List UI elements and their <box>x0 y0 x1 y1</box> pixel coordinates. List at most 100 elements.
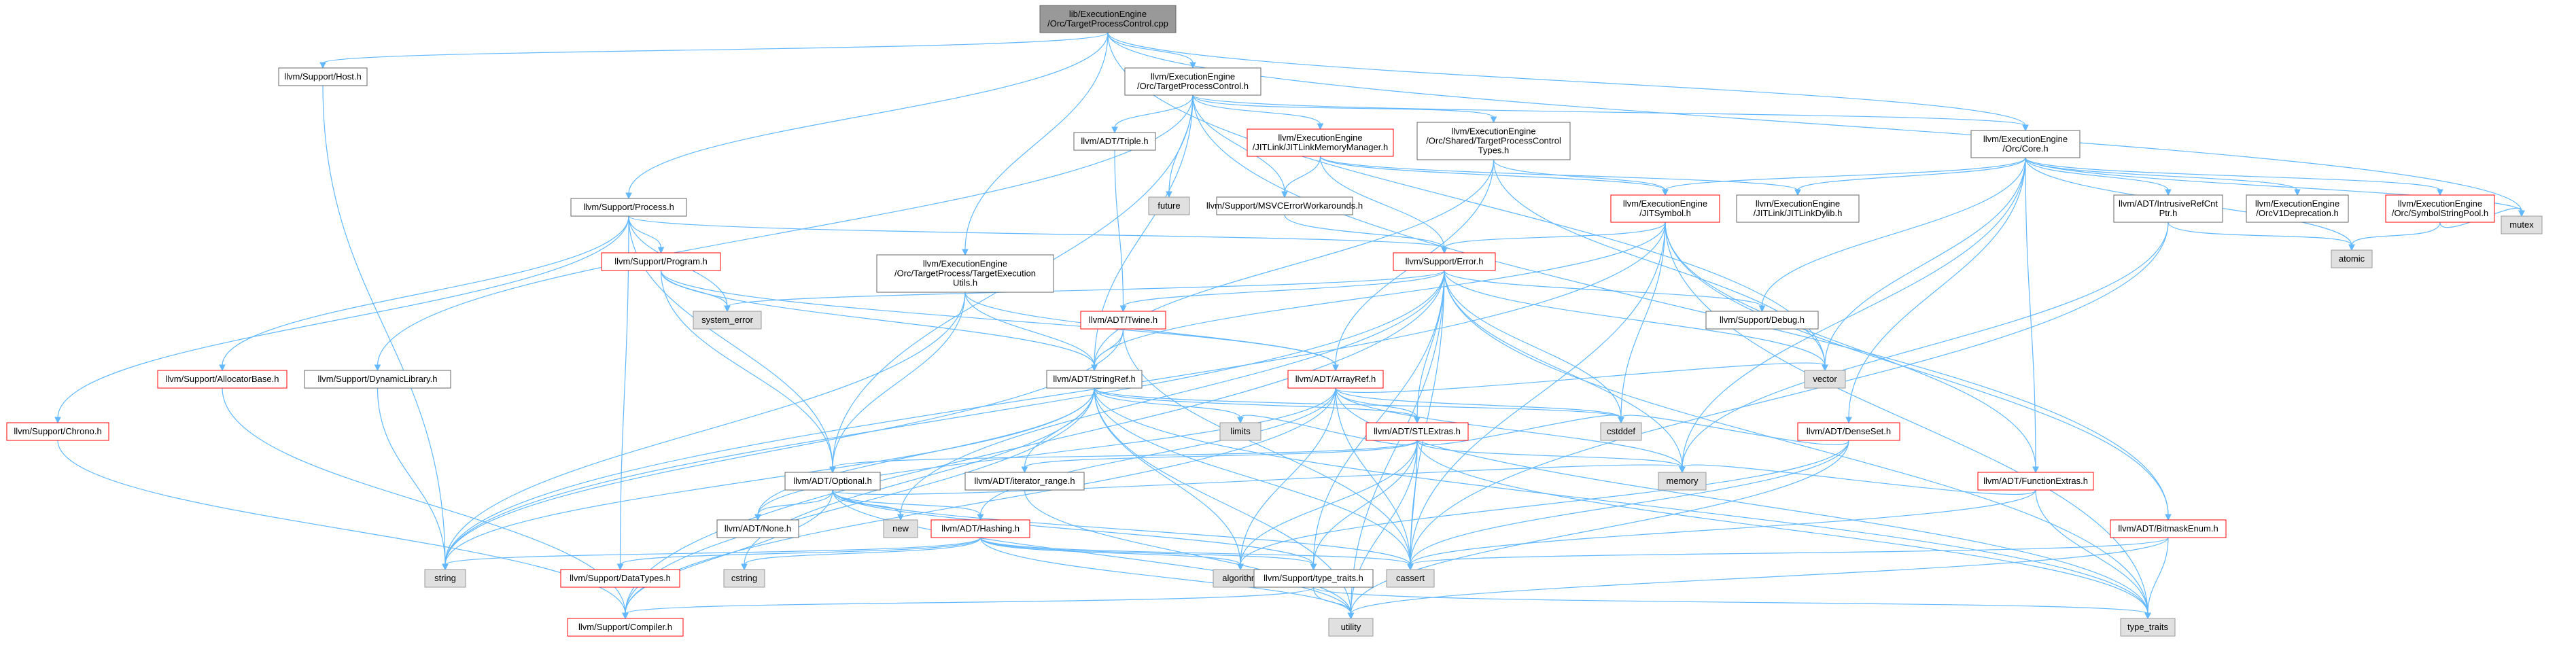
edge-bitmask-to-type_traits <box>2144 537 2169 620</box>
node-label-memory-line-0: memory <box>1667 476 1699 486</box>
edge-msvc-to-error <box>1284 214 1448 254</box>
node-stringref[interactable]: llvm/ADT/StringRef.h <box>1046 370 1143 389</box>
edge-tpc_utils-to-arrayref <box>964 292 1339 372</box>
node-root: lib/ExecutionEngine/Orc/TargetProcessCon… <box>1039 5 1177 33</box>
node-allocbase[interactable]: llvm/Support/AllocatorBase.h <box>157 370 288 389</box>
node-label-compiler-line-0: llvm/Support/Compiler.h <box>578 622 672 632</box>
edge-optional-to-new <box>832 489 904 521</box>
edge-tpc_h-to-jitlinkmm <box>1192 94 1324 130</box>
node-label-msvc-line-0: llvm/Support/MSVCErrorWorkarounds.h <box>1206 200 1363 211</box>
node-shared_tpc[interactable]: llvm/ExecutionEngine/Orc/Shared/TargetPr… <box>1416 122 1571 160</box>
node-jitlinkdylib[interactable]: llvm/ExecutionEngine/JITLink/JITLinkDyli… <box>1736 194 1860 223</box>
node-hashing[interactable]: llvm/ADT/Hashing.h <box>930 519 1030 538</box>
node-label-cassert-line-0: cassert <box>1396 573 1425 583</box>
node-label-core-line-0: llvm/ExecutionEngine <box>1983 134 2068 144</box>
node-error[interactable]: llvm/Support/Error.h <box>1393 252 1496 271</box>
node-label-debug-line-0: llvm/Support/Debug.h <box>1720 315 1805 325</box>
node-label-allocbase-line-0: llvm/Support/AllocatorBase.h <box>166 374 279 384</box>
node-label-jitsymbol-line-0: llvm/ExecutionEngine <box>1623 198 1707 209</box>
edge-core-to-vector <box>1822 157 2026 372</box>
edge-process-to-error <box>628 215 1448 254</box>
node-host[interactable]: llvm/Support/Host.h <box>278 67 368 86</box>
node-label-stringref-line-0: llvm/ADT/StringRef.h <box>1053 374 1135 384</box>
edge-root-to-tpc_h <box>1107 32 1196 69</box>
node-compiler[interactable]: llvm/Support/Compiler.h <box>567 618 684 637</box>
node-label-limits-line-0: limits <box>1230 426 1251 436</box>
node-mutex: mutex <box>2501 215 2543 234</box>
edge-jitsymbol-to-stringref <box>1091 222 1666 372</box>
node-program[interactable]: llvm/Support/Program.h <box>601 252 721 271</box>
node-limits: limits <box>1219 422 1261 441</box>
edge-stlextras-to-optional <box>829 440 1418 474</box>
edge-process-to-program <box>628 215 665 254</box>
edge-core-to-debug <box>1758 157 2026 313</box>
node-label-jitlinkmm-line-1: /JITLink/JITLinkMemoryManager.h <box>1253 142 1388 152</box>
node-optional[interactable]: llvm/ADT/Optional.h <box>784 472 881 491</box>
node-label-chrono-line-0: llvm/Support/Chrono.h <box>14 426 101 436</box>
node-process[interactable]: llvm/Support/Process.h <box>570 198 687 217</box>
node-type_traits: type_traits <box>2120 618 2176 637</box>
node-funcextras[interactable]: llvm/ADT/FunctionExtras.h <box>1977 472 2094 491</box>
edge-jitlinkmm-to-jitlinkdylib <box>1319 156 1801 196</box>
edge-tpc_h-to-core <box>1192 94 2029 132</box>
edge-intrusive-to-atomic <box>2168 222 2355 251</box>
edge-jitsymbol-to-error <box>1441 222 1666 254</box>
node-triple[interactable]: llvm/ADT/Triple.h <box>1073 132 1156 151</box>
edge-program-to-system_error <box>660 270 731 313</box>
edge-hashing-to-datatypes <box>616 537 981 571</box>
edge-symstrpool-to-atomic <box>2348 222 2441 251</box>
node-bitmask[interactable]: llvm/ADT/BitmaskEnum.h <box>2110 519 2227 538</box>
node-label-cstring-line-0: cstring <box>731 573 757 583</box>
node-label-string-line-0: string <box>434 573 456 583</box>
node-stlextras[interactable]: llvm/ADT/STLExtras.h <box>1365 422 1469 441</box>
node-twine[interactable]: llvm/ADT/Twine.h <box>1080 311 1166 330</box>
node-denseset[interactable]: llvm/ADT/DenseSet.h <box>1797 422 1900 441</box>
edge-tpc_h-to-shared_tpc <box>1192 94 1497 124</box>
node-chrono[interactable]: llvm/Support/Chrono.h <box>6 422 109 441</box>
node-label-mutex-line-0: mutex <box>2509 220 2534 230</box>
node-debug[interactable]: llvm/Support/Debug.h <box>1705 311 1819 330</box>
edge-typetraits_h-to-compiler <box>622 587 1315 620</box>
node-core[interactable]: llvm/ExecutionEngine/Orc/Core.h <box>1970 130 2081 158</box>
node-tpc_utils[interactable]: llvm/ExecutionEngine/Orc/TargetProcess/T… <box>876 254 1054 293</box>
edge-jitsymbol-to-cassert <box>1407 222 1666 571</box>
node-typetraits_h[interactable]: llvm/Support/type_traits.h <box>1253 569 1374 588</box>
node-iterrange[interactable]: llvm/ADT/iterator_range.h <box>964 472 1085 491</box>
node-jitlinkmm[interactable]: llvm/ExecutionEngine/JITLink/JITLinkMemo… <box>1247 128 1394 157</box>
node-dynlib[interactable]: llvm/Support/DynamicLibrary.h <box>304 370 451 389</box>
node-label-jitlinkmm-line-0: llvm/ExecutionEngine <box>1278 133 1362 143</box>
node-datatypes[interactable]: llvm/Support/DataTypes.h <box>560 569 680 588</box>
edge-jitlinkmm-to-msvc <box>1281 156 1321 198</box>
node-cassert: cassert <box>1386 569 1435 588</box>
node-tpc_h[interactable]: llvm/ExecutionEngine/Orc/TargetProcessCo… <box>1124 67 1261 96</box>
node-label-symstrpool-line-0: llvm/ExecutionEngine <box>2398 198 2482 209</box>
node-future: future <box>1148 196 1190 215</box>
node-jitsymbol[interactable]: llvm/ExecutionEngine/JITSymbol.h <box>1610 194 1720 223</box>
node-label-bitmask-line-0: llvm/ADT/BitmaskEnum.h <box>2118 523 2218 534</box>
node-label-algorithm-line-0: algorithm <box>1222 573 1258 583</box>
edge-jitsymbol-to-funcextras <box>1665 222 2039 474</box>
edge-denseset-to-cassert <box>1407 440 1849 571</box>
node-label-optional-line-0: llvm/ADT/Optional.h <box>793 476 872 486</box>
node-symstrpool[interactable]: llvm/ExecutionEngine/Orc/SymbolStringPoo… <box>2385 194 2495 223</box>
node-label-jitsymbol-line-1: /JITSymbol.h <box>1639 208 1691 218</box>
node-arrayref[interactable]: llvm/ADT/ArrayRef.h <box>1287 370 1384 389</box>
node-label-triple-line-0: llvm/ADT/Triple.h <box>1081 136 1148 146</box>
edge-tpc_h-to-dynlib <box>374 94 1194 372</box>
edge-stringref-to-algorithm <box>1094 387 1244 571</box>
edge-denseset-to-utility <box>1347 440 1849 620</box>
node-label-shared_tpc-line-2: Types.h <box>1478 145 1510 156</box>
node-utility: utility <box>1328 618 1374 637</box>
edge-tpc_utils-to-stringref <box>964 292 1098 372</box>
node-label-jitlinkdylib-line-0: llvm/ExecutionEngine <box>1756 198 1840 209</box>
node-label-arrayref-line-0: llvm/ADT/ArrayRef.h <box>1295 374 1376 384</box>
edge-chrono-to-compiler <box>57 440 629 620</box>
node-label-hashing-line-0: llvm/ADT/Hashing.h <box>941 523 1020 534</box>
node-label-shared_tpc-line-0: llvm/ExecutionEngine <box>1451 126 1535 137</box>
edge-error-to-cstddef <box>1444 270 1624 424</box>
node-msvc[interactable]: llvm/Support/MSVCErrorWorkarounds.h <box>1206 196 1363 215</box>
node-orcv1[interactable]: llvm/ExecutionEngine/OrcV1Deprecation.h <box>2246 194 2349 223</box>
node-label-tpc_h-line-0: llvm/ExecutionEngine <box>1151 71 1235 82</box>
node-none[interactable]: llvm/ADT/None.h <box>716 519 799 538</box>
